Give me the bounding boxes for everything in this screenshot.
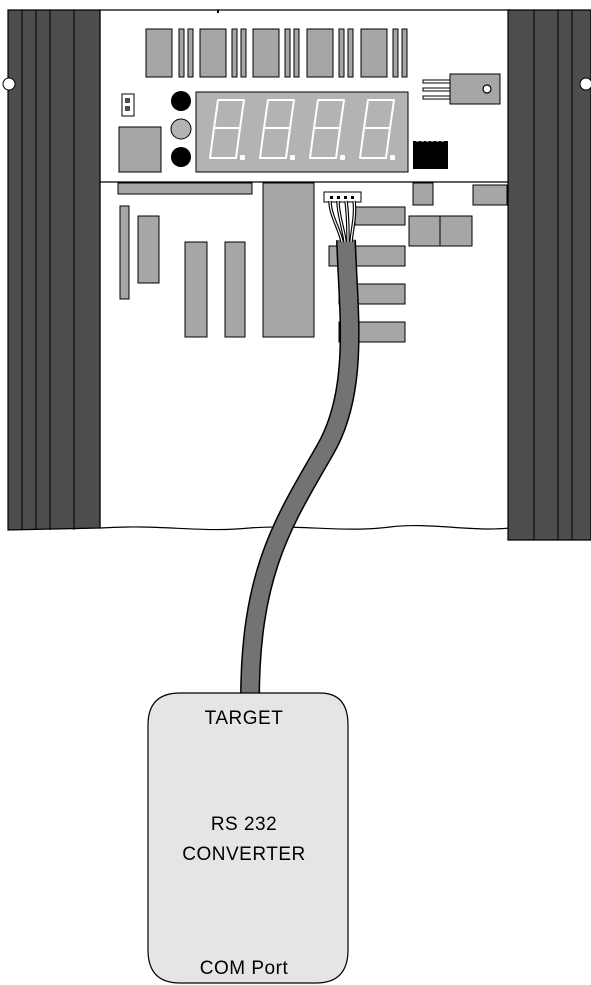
programming-header xyxy=(323,191,362,203)
component-right xyxy=(472,184,508,206)
digit-2 xyxy=(259,99,295,160)
small-square xyxy=(412,182,434,206)
cable-wires xyxy=(328,200,357,243)
ic-left xyxy=(184,241,208,338)
regulator-hole-icon xyxy=(482,84,492,94)
rs232-converter: TARGET RS 232 CONVERTER COM Port xyxy=(147,692,349,984)
left-heatsink xyxy=(2,9,101,531)
digit-3 xyxy=(309,99,345,160)
jumper xyxy=(121,93,135,117)
cable-inner xyxy=(241,239,359,701)
left-mount-hole-icon xyxy=(2,77,16,91)
converter-bottom-label: COM Port xyxy=(200,958,289,979)
microcontroller xyxy=(262,182,315,338)
right-heatsink xyxy=(507,9,591,541)
seven-segment-display xyxy=(195,91,409,173)
digit-4 xyxy=(359,99,395,160)
resistor-1 xyxy=(354,206,406,226)
right-mount-hole-icon xyxy=(579,77,591,91)
led-bottom-icon xyxy=(171,147,191,167)
square-component xyxy=(118,126,162,173)
ic-small xyxy=(137,215,160,284)
capacitor-2 xyxy=(439,215,473,247)
capacitor-1 xyxy=(408,215,441,247)
dip-switch xyxy=(413,140,448,169)
ic-right xyxy=(224,241,246,338)
led-top-icon xyxy=(171,91,191,111)
converter-top-label: TARGET xyxy=(205,708,284,729)
converter-name-line1: RS 232 xyxy=(211,814,277,835)
led-middle-icon xyxy=(170,118,192,140)
board-marker xyxy=(217,10,219,13)
voltage-regulator xyxy=(422,73,501,105)
digit-1 xyxy=(209,99,245,160)
vertical-strip xyxy=(119,205,130,300)
top-component-row xyxy=(145,28,408,78)
converter-name-line2: CONVERTER xyxy=(182,844,305,865)
connector-strip xyxy=(117,182,253,195)
